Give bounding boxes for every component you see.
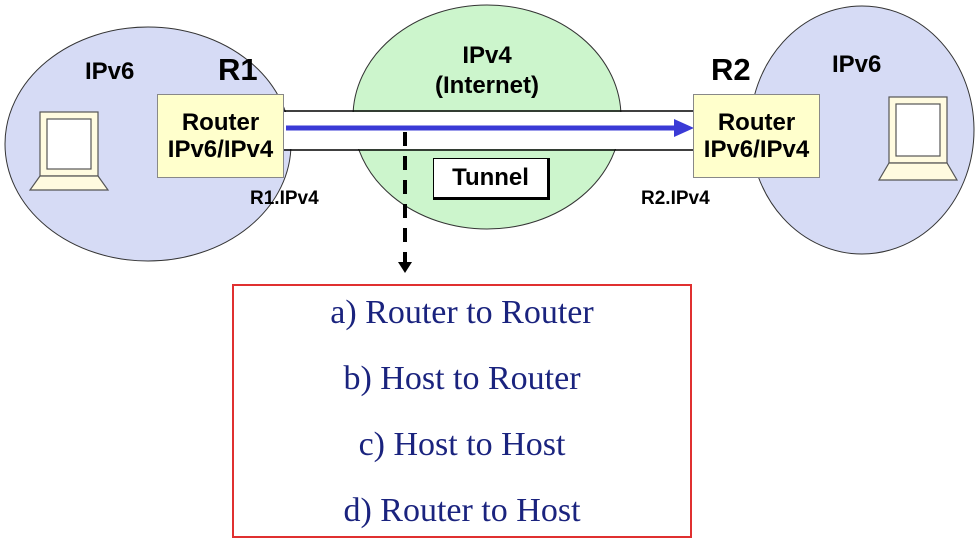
right-ipv6-label: IPv6: [832, 51, 882, 78]
list-item: b) Host to Router: [234, 360, 690, 398]
option-text: Host to Router: [380, 360, 581, 397]
internet-label-line1: IPv4: [462, 42, 512, 69]
tunnel-label-box: Tunnel: [433, 158, 550, 200]
r2-router-line1: Router: [717, 109, 796, 136]
r1-router: Router IPv6/IPv4: [157, 94, 284, 178]
option-letter: d): [343, 492, 372, 529]
r1-ipv4-label: R1.IPv4: [250, 188, 319, 209]
r1-router-line2: IPv6/IPv4: [167, 136, 274, 163]
tunnel-types-list: a) Router to Router b) Host to Router c)…: [232, 284, 692, 538]
tunnel-label: Tunnel: [452, 164, 529, 191]
r1-router-line1: Router: [181, 109, 260, 136]
right-computer-icon: [877, 96, 959, 181]
option-letter: a): [330, 294, 357, 331]
internet-label-line2: (Internet): [435, 72, 539, 99]
r2-ipv4-label: R2.IPv4: [641, 188, 710, 209]
dashed-connector-arrowhead: [398, 262, 412, 273]
left-computer-icon: [28, 111, 110, 191]
tunnel-arrowhead: [674, 119, 694, 137]
option-letter: c): [358, 426, 385, 463]
list-item: a) Router to Router: [234, 294, 690, 332]
list-item: c) Host to Host: [234, 426, 690, 464]
option-text: Host to Host: [393, 426, 566, 463]
option-text: Router to Host: [380, 492, 581, 529]
option-letter: b): [343, 360, 372, 397]
option-text: Router to Router: [365, 294, 594, 331]
r1-label: R1: [218, 52, 258, 87]
r2-label: R2: [711, 52, 751, 87]
list-item: d) Router to Host: [234, 492, 690, 530]
r2-router: Router IPv6/IPv4: [693, 94, 820, 178]
left-ipv6-label: IPv6: [85, 58, 135, 85]
r2-router-line2: IPv6/IPv4: [703, 136, 810, 163]
